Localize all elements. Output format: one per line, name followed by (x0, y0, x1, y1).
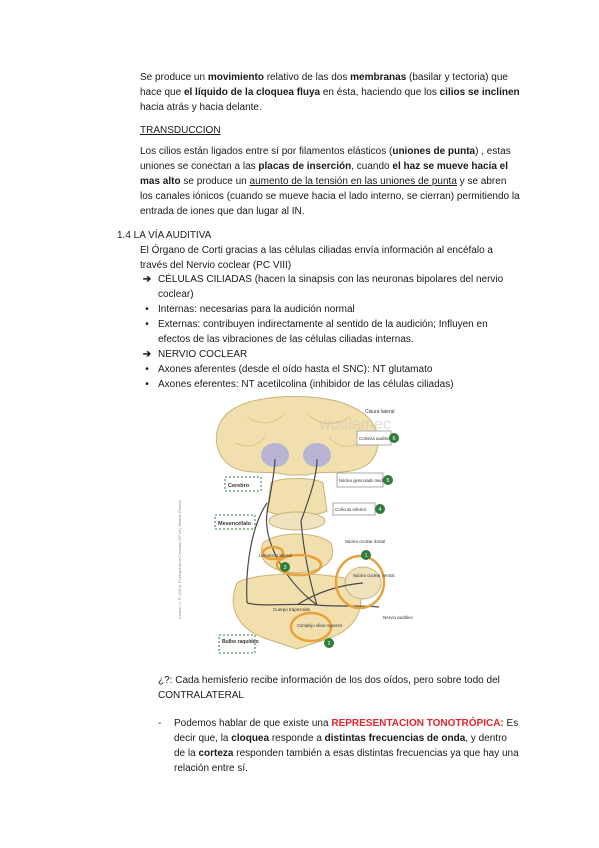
paragraph-transduction: Los cilios están ligados entre sí por fi… (140, 144, 520, 219)
pathway-lines (246, 458, 380, 608)
text-run: (basilar y tectoria) que hace que (140, 72, 508, 98)
badge-1: 1 (364, 553, 367, 559)
badge-4: 4 (378, 507, 381, 513)
badge-2: 2 (327, 641, 330, 647)
label-cisura: Cisura lateral (365, 409, 394, 415)
label-cerebro: Cerebro (228, 483, 250, 489)
mesencefalo-box (214, 514, 256, 530)
side-credit-text: Carlson, N. R. (2014). Fisiología de la … (178, 499, 182, 619)
bold-run: distintas frecuencias de onda (324, 733, 466, 744)
heading-transduccion: TRANSDUCCION (140, 125, 221, 136)
text-run: responde a (269, 733, 325, 744)
label-nervio: Nervio auditivo (383, 615, 413, 620)
cerebrum-folds (234, 412, 360, 447)
cerebrum-shape (216, 396, 379, 476)
bold-run: cilios se inclinen (439, 87, 520, 98)
list-item: • Externas: contribuyen indirectamente al… (140, 317, 520, 347)
auditory-pathway-figure: Cerebro Mesencéfalo Bulbo raquídeo Cisur… (178, 396, 413, 654)
text-run: hacia atrás y hacia delante. (140, 102, 262, 113)
cerebro-box (224, 476, 262, 492)
list-item: ➔ CÉLULAS CILIADAS (hacen la sinapsis con… (140, 272, 520, 302)
text-run: Es decir que, la (174, 718, 519, 744)
list-item: ➔ NERVIO COCLEAR (140, 347, 520, 362)
list-item-text: Internas: necesarias para la audición no… (158, 304, 355, 315)
bullet-icon: • (145, 319, 149, 330)
list-item-text: Axones aferentes (desde el oído hasta el… (158, 364, 433, 375)
badge-6: 6 (392, 436, 395, 442)
watermark-text: wuolamec (318, 416, 391, 433)
section-title: 1.4 LA VÍA AUDITIVA (117, 230, 212, 241)
label-olivar: Complejo olivar superior (297, 623, 343, 628)
label-coliculo: Colículo inferior (335, 507, 367, 512)
bold-run: placas de inserción (258, 161, 352, 172)
text-run: , cuando (351, 161, 393, 172)
inferior-colliculus (268, 511, 326, 531)
bullet-list: ➔ CÉLULAS CILIADAS (hacen la sinapsis con… (140, 272, 520, 392)
thalamus-left (261, 443, 289, 467)
list-item: • Axones aferentes (desde el oído hasta e… (140, 362, 520, 377)
highlight-rings (261, 545, 386, 643)
bulbo-box (218, 634, 256, 654)
dash-marker: - (158, 718, 162, 729)
bold-run: corteza (198, 748, 234, 759)
label-mesencefalo: Mesencéfalo (218, 521, 252, 527)
bullet-icon: • (145, 304, 149, 315)
bullet-icon: • (145, 364, 149, 375)
text-run: responden también a esas distintas frecu… (174, 748, 519, 774)
bullet-icon: • (145, 379, 149, 390)
text-run: Los cilios están ligados entre sí por fi… (140, 146, 393, 157)
list-item: • Internas: necesarias para la audición n… (140, 302, 520, 317)
label-lemnisco: Lemnisco lateral (259, 553, 292, 558)
bold-run: membranas (350, 72, 407, 83)
label-corteza: Corteza auditiva (359, 436, 392, 441)
badge-5: 5 (386, 478, 389, 484)
text-run: se produce un (180, 176, 250, 187)
text-run: y se abren los canales iónicos (cuando s… (140, 176, 520, 217)
label-bulbo: Bulbo raquídeo (222, 639, 259, 645)
list-item-text: Axones eferentes: NT acetilcolina (inhib… (158, 379, 454, 390)
label-trapezoide: Cuerpo trapezoide (273, 607, 311, 612)
bold-run: el líquido de la cloquea fluya (183, 87, 321, 98)
list-item-text: CÉLULAS CILIADAS (hacen la sinapsis con … (158, 274, 504, 300)
arrow-icon: ➔ (142, 274, 152, 285)
highlight-run: REPRESENTACION TONOTRÓPICA: (331, 718, 504, 729)
text-run: Se produce un (140, 72, 208, 83)
text-run: relativo de las dos (263, 72, 351, 83)
text-run: en ésta, haciendo que los (320, 87, 440, 98)
list-item: • Axones eferentes: NT acetilcolina (inhi… (140, 377, 520, 392)
text-run: Podemos hablar de que existe una (174, 718, 332, 729)
underlined-run: aumento de la tensión en las uniones de … (249, 176, 457, 187)
list-item-text: Externas: contribuyen indirectamente al … (158, 319, 488, 345)
bold-run: el haz se mueve hacia el mas alto (140, 161, 509, 187)
bold-run: cloquea (231, 733, 270, 744)
bold-run: movimiento (207, 72, 264, 83)
brainstem-upper (261, 533, 333, 574)
thalamus-right (303, 443, 331, 467)
text-run: ) , estas uniones se conectan a las (140, 146, 511, 172)
arrow-icon: ➔ (142, 349, 152, 360)
list-item-text: NERVIO COCLEAR (158, 349, 248, 360)
section-intro: El Órgano de Corti gracias a las células… (140, 245, 493, 271)
text-run: , y dentro de la (174, 733, 507, 759)
final-text: Podemos hablar de que existe una REPRESE… (174, 716, 519, 776)
bold-run: uniones de punta (392, 146, 476, 157)
number-badges: 6 5 4 1 3 2 (280, 433, 399, 648)
label-coclear-ventral: Núcleo coclear ventral (353, 573, 394, 578)
midbrain-shape (266, 478, 328, 516)
badge-3: 3 (283, 565, 286, 571)
question-text: ¿?: Cada hemisferio recibe información d… (158, 675, 500, 701)
paragraph-movement: Se produce un movimiento relativo de las… (140, 70, 520, 115)
label-coclear-dorsal: Núcleo coclear dorsal (345, 539, 385, 544)
label-geniculado: Núcleo geniculado medial (339, 478, 387, 483)
